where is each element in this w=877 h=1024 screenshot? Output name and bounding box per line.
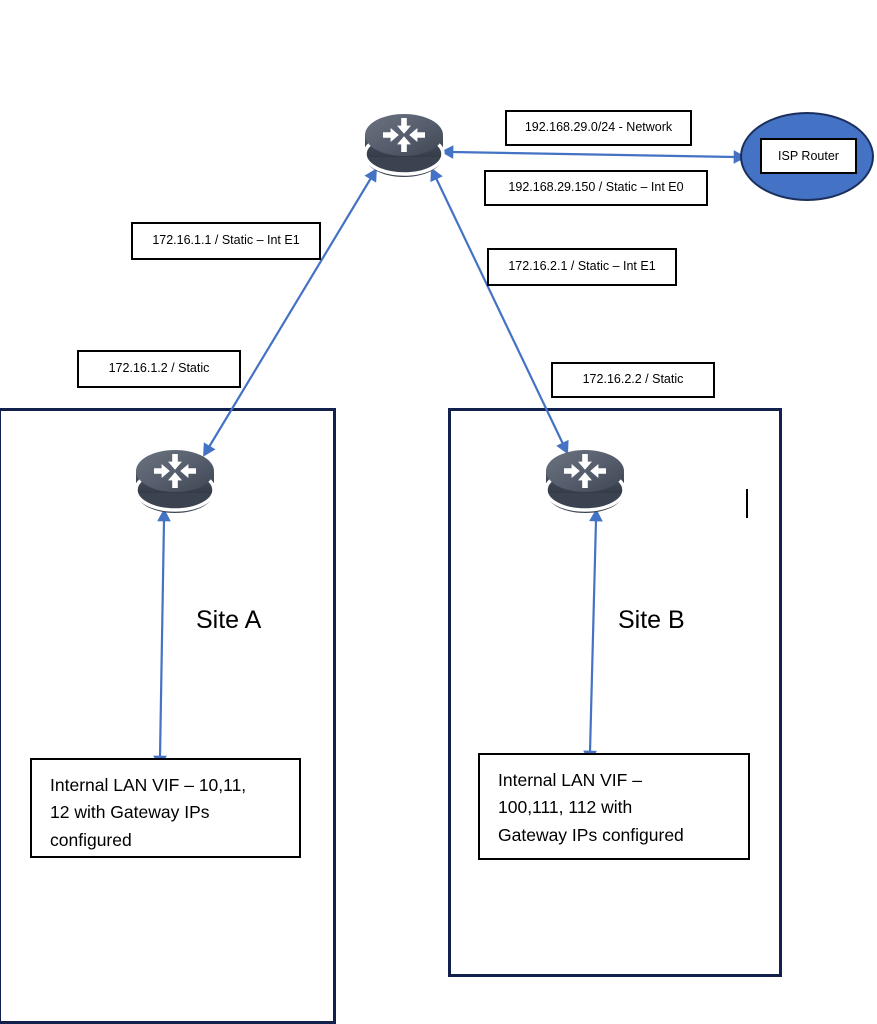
callout-wan-interface: 192.168.29.150 / Static – Int E0: [484, 170, 708, 206]
site-a-label: Site A: [196, 606, 262, 634]
callout-site-b-local-text: 172.16.2.2 / Static: [582, 372, 684, 387]
site-b-lan-note: Internal LAN VIF – 100,111, 112 with Gat…: [478, 753, 750, 860]
callout-site-b-local: 172.16.2.2 / Static: [551, 362, 715, 398]
link-core-to-site-a: [203, 168, 377, 457]
site-b-lan-note-line-1: Internal LAN VIF –: [498, 770, 642, 790]
site-a-lan-note-line-3: configured: [50, 829, 132, 850]
core-router-icon: [363, 114, 445, 177]
callout-wan-interface-text: 192.168.29.150 / Static – Int E0: [508, 180, 684, 195]
site-a-container: [0, 408, 336, 1024]
site-a-lan-note-line-2: 12 with Gateway IPs: [50, 802, 210, 823]
callout-network-text: 192.168.29.0/24 - Network: [524, 120, 673, 135]
callout-site-a-uplink-text: 172.16.1.1 / Static – Int E1: [152, 233, 300, 248]
site-b-label: Site B: [618, 606, 685, 634]
site-a-lan-note: Internal LAN VIF – 10,11, 12 with Gatewa…: [30, 758, 301, 858]
site-a-lan-note-line-1: Internal LAN VIF – 10,11,: [50, 775, 247, 795]
link-core-to-site-b: [430, 167, 569, 455]
callout-site-a-uplink: 172.16.1.1 / Static – Int E1: [131, 222, 321, 260]
isp-router-label-box: ISP Router: [760, 138, 857, 174]
callout-site-b-uplink-text: 172.16.2.1 / Static – Int E1: [508, 259, 656, 274]
callout-site-a-local: 172.16.1.2 / Static: [77, 350, 241, 388]
text-caret-artifact: [746, 489, 748, 518]
callout-site-b-uplink: 172.16.2.1 / Static – Int E1: [487, 248, 677, 286]
isp-router-label: ISP Router: [778, 149, 839, 163]
callout-site-a-local-text: 172.16.1.2 / Static: [108, 361, 210, 376]
site-b-container: [448, 408, 782, 977]
site-b-lan-note-line-2: 100,111, 112 with: [498, 797, 633, 818]
site-b-lan-note-line-3: Gateway IPs configured: [498, 824, 684, 845]
callout-network: 192.168.29.0/24 - Network: [505, 110, 692, 146]
site-a-router-icon: [134, 450, 216, 513]
site-b-router-icon: [544, 450, 626, 513]
link-core-to-isp: [440, 145, 747, 164]
